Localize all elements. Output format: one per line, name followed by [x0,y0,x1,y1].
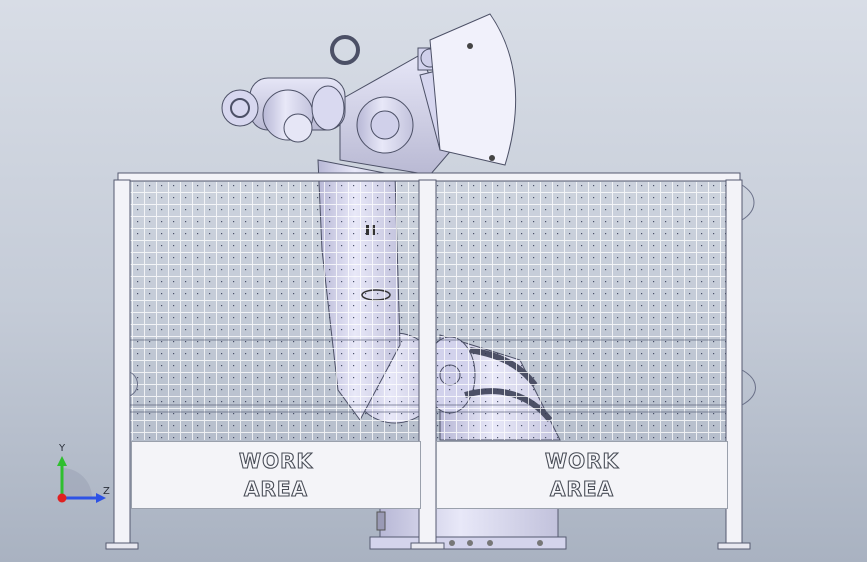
triad-plane-icon [62,468,92,498]
fence-post-center [418,179,437,545]
sign-left-line1: WORK [238,448,313,473]
safety-fence [105,172,756,550]
fence-post-right [725,179,743,545]
robot-forearm [330,13,517,176]
fence-foot-center [410,542,445,550]
coordinate-triad [57,456,106,503]
axis-z-label: Z [103,486,110,497]
work-area-sign-left: WORK AREA [131,441,421,509]
mesh-panel-left [130,182,419,440]
fence-foot-left [105,542,139,550]
robot-base [369,507,567,550]
sign-right-line1: WORK [544,448,619,473]
mesh-panel-right [436,182,726,440]
x-axis-icon [57,493,67,503]
axis-y-label: Y [59,443,66,454]
fence-foot-right [717,542,751,550]
sign-right-line2: AREA [549,476,615,501]
sign-left-line2: AREA [243,476,309,501]
robot-wrist [221,77,346,143]
work-area-sign-right: WORK AREA [436,441,728,509]
